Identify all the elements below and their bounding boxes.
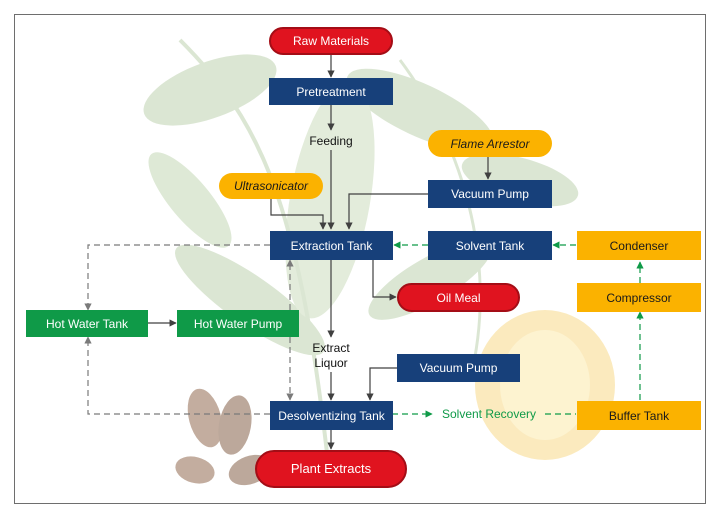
hot-water-pump-node: Hot Water Pump	[177, 310, 299, 337]
compressor-node: Compressor	[577, 283, 701, 312]
feeding-label: Feeding	[309, 134, 353, 148]
raw-materials-node: Raw Materials	[269, 27, 393, 55]
pretreatment-node: Pretreatment	[269, 78, 393, 105]
ultrasonicator-node: Ultrasonicator	[219, 173, 323, 199]
buffer-tank-node: Buffer Tank	[577, 401, 701, 430]
flame-arrestor-node: Flame Arrestor	[428, 130, 552, 157]
plant-extracts-node: Plant Extracts	[255, 450, 407, 488]
arrow-extraction-to-oilmeal	[372, 260, 397, 301]
extraction-tank-node: Extraction Tank	[270, 231, 393, 260]
desolventizing-tank-node: Desolventizing Tank	[270, 401, 393, 430]
extract-liquor-label: Extract Liquor	[296, 341, 366, 371]
solvent-recovery-label: Solvent Recovery	[441, 407, 537, 421]
dash-extraction-to-hwtank	[84, 244, 270, 311]
line-vacuum-top	[345, 193, 428, 230]
extract-liquor-line1: Extract	[312, 341, 350, 355]
hot-water-tank-node: Hot Water Tank	[26, 310, 148, 337]
vacuum-pump-bottom-node: Vacuum Pump	[397, 354, 520, 382]
vacuum-pump-top-node: Vacuum Pump	[428, 180, 552, 208]
arrow-vacuum-bottom	[366, 367, 397, 401]
oil-meal-node: Oil Meal	[397, 283, 520, 312]
dash-desolv-to-hwtank	[84, 336, 270, 415]
arrow-ultrasonicator	[270, 198, 327, 230]
condenser-node: Condenser	[577, 231, 701, 260]
extract-liquor-line2: Liquor	[314, 356, 348, 370]
solvent-tank-node: Solvent Tank	[428, 231, 552, 260]
